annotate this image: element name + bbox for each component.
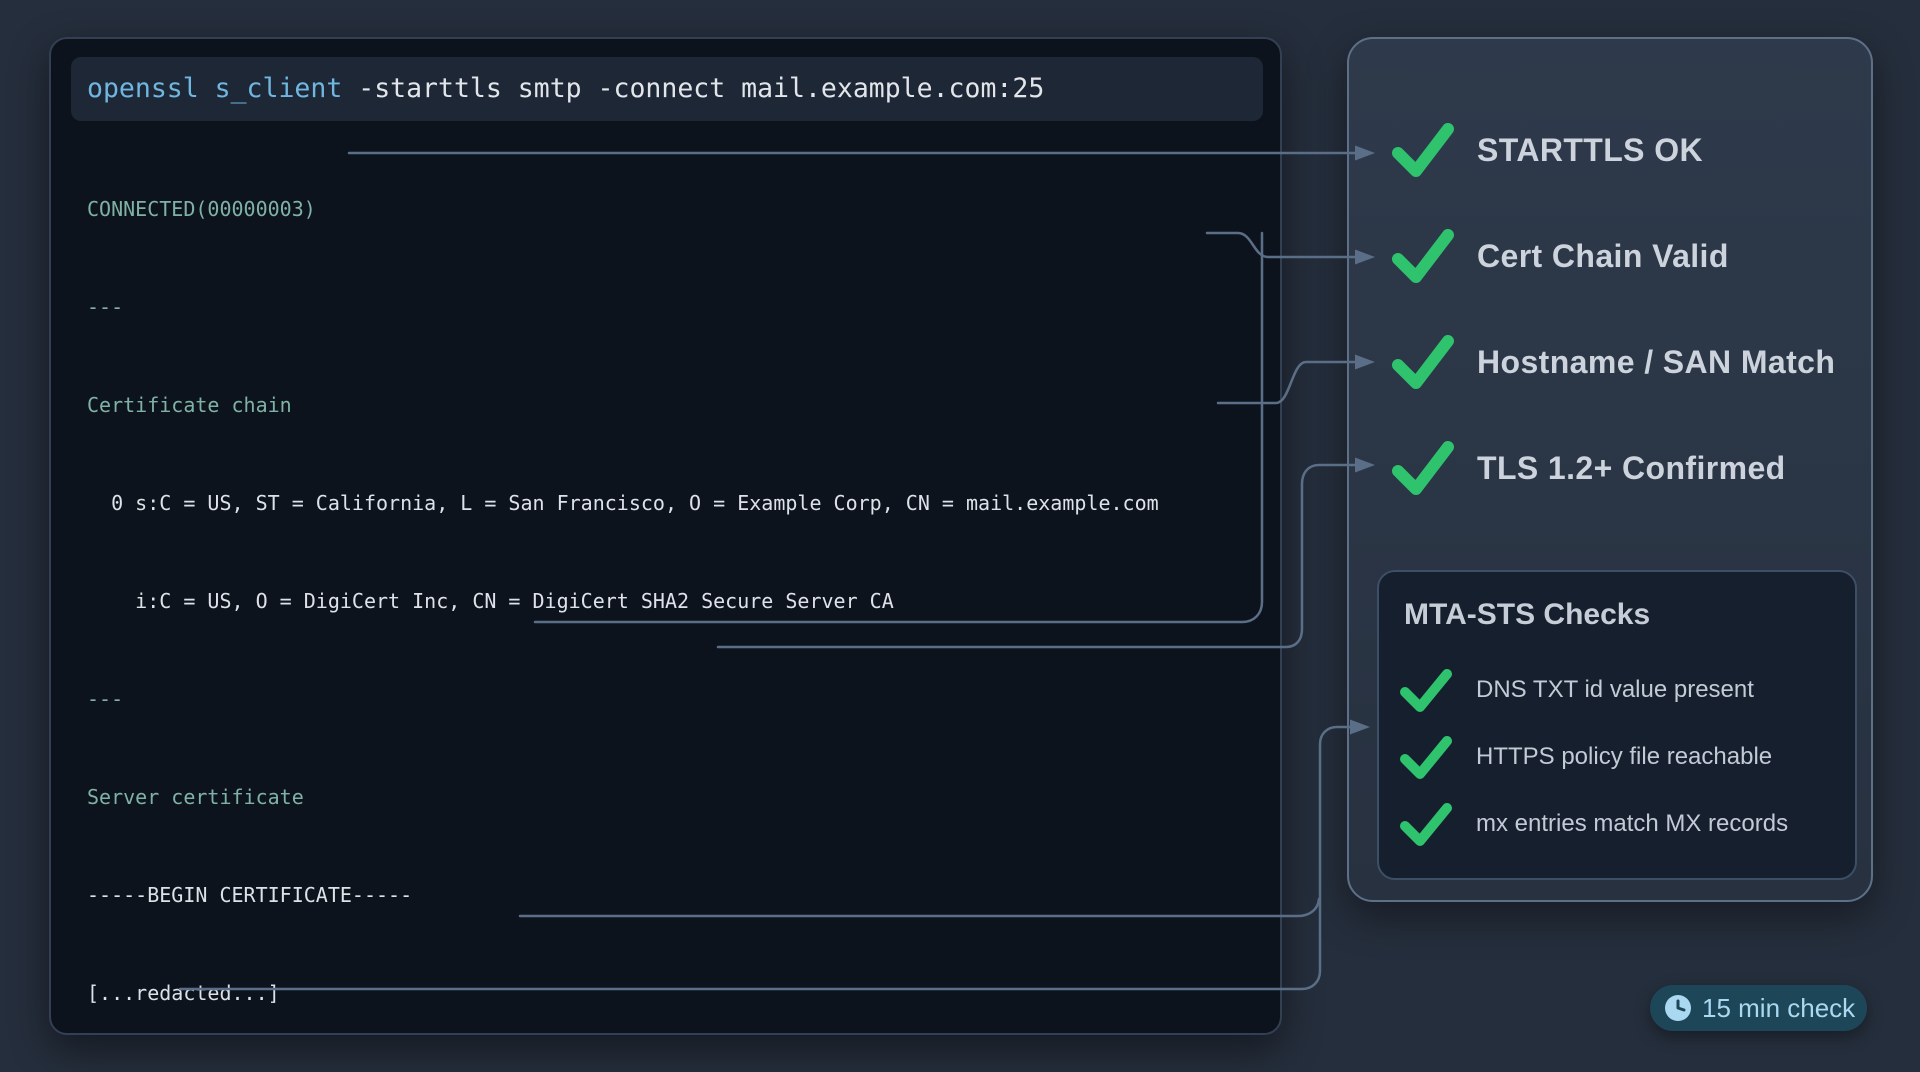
check-row: TLS 1.2+ Confirmed [1391, 438, 1835, 498]
check-icon [1392, 335, 1454, 389]
terminal-line-value: -----BEGIN CERTIFICATE----- [87, 883, 413, 907]
check-icon [1400, 803, 1452, 846]
check-list: STARTTLS OK Cert Chain Valid Hostname / … [1391, 120, 1835, 544]
mta-check-label: HTTPS policy file reachable [1476, 743, 1773, 770]
check-row: STARTTLS OK [1391, 120, 1835, 180]
terminal-output: CONNECTED(00000003) --- Certificate chai… [87, 148, 1183, 1072]
clock-icon [1665, 995, 1691, 1021]
terminal-line-value: 0 s:C = US, ST = California, L = San Fra… [87, 491, 1159, 515]
terminal-line: 0 s:C = US, ST = California, L = San Fra… [87, 491, 1183, 516]
mta-list: DNS TXT id value present HTTPS policy fi… [1400, 665, 1788, 866]
badge-label: 15 min check [1702, 992, 1856, 1023]
mta-check-row: HTTPS policy file reachable [1400, 732, 1788, 782]
check-label: Cert Chain Valid [1477, 237, 1729, 274]
terminal-line: i:C = US, O = DigiCert Inc, CN = DigiCer… [87, 589, 1183, 614]
mta-check-label: mx entries match MX records [1476, 810, 1789, 837]
check-label: Hostname / SAN Match [1477, 343, 1836, 380]
terminal-line: [...redacted...] [87, 981, 1183, 1006]
terminal-line-label: CONNECTED(00000003) [87, 197, 316, 221]
check-row: Cert Chain Valid [1391, 226, 1835, 286]
terminal-line: --- [87, 687, 1183, 712]
refresh-interval-badge: 15 min check [1650, 985, 1867, 1031]
check-icon [1392, 441, 1454, 495]
mta-check-row: DNS TXT id value present [1400, 665, 1788, 715]
check-label: TLS 1.2+ Confirmed [1477, 449, 1786, 486]
terminal-line-value: [...redacted...] [87, 981, 280, 1005]
check-label: STARTTLS OK [1477, 131, 1704, 168]
check-icon [1392, 123, 1454, 177]
terminal-line-label: Certificate chain [87, 393, 292, 417]
terminal-line: Server certificate [87, 785, 1183, 810]
terminal-line: CONNECTED(00000003) [87, 197, 1183, 222]
mta-sts-title: MTA-STS Checks [1404, 598, 1651, 631]
terminal-line-label: --- [87, 687, 124, 711]
mta-check-label: DNS TXT id value present [1476, 676, 1754, 703]
terminal-panel: openssl s_client -starttls smtp -connect… [49, 37, 1282, 1035]
terminal-line: -----BEGIN CERTIFICATE----- [87, 883, 1183, 908]
check-icon [1400, 736, 1452, 779]
check-row: Hostname / SAN Match [1391, 332, 1835, 392]
command-binary: openssl s_client [87, 73, 343, 104]
terminal-line: Certificate chain [87, 393, 1183, 418]
command-args: -starttls smtp -connect mail.example.com… [342, 73, 1045, 104]
check-icon [1392, 229, 1454, 283]
check-icon [1400, 669, 1452, 712]
terminal-line-value: i:C = US, O = DigiCert Inc, CN = DigiCer… [87, 589, 894, 613]
terminal-line-label: Server certificate [87, 785, 304, 809]
command-bar: openssl s_client -starttls smtp -connect… [71, 57, 1263, 121]
terminal-line-label: --- [87, 295, 124, 319]
mta-check-row: mx entries match MX records [1400, 799, 1788, 849]
terminal-line: --- [87, 295, 1183, 320]
command-text: openssl s_client -starttls smtp -connect… [71, 57, 1263, 121]
mta-sts-panel: MTA-STS Checks DNS TXT id value present … [1377, 570, 1857, 880]
